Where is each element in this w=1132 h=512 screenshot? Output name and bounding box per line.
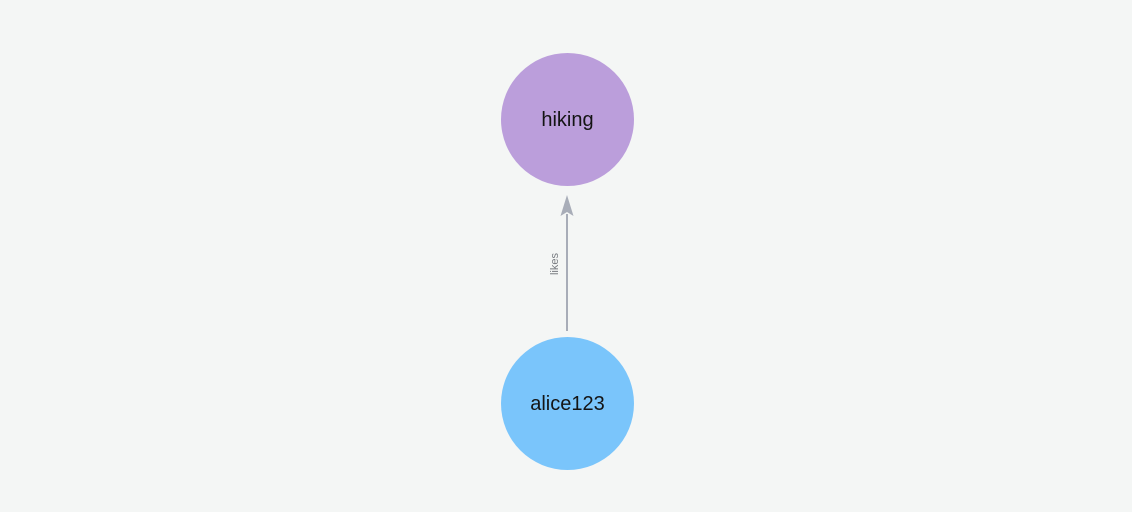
graph-node-hiking[interactable]: hiking [501, 53, 634, 186]
graph-node-alice123[interactable]: alice123 [501, 337, 634, 470]
arrow-up-icon [560, 195, 574, 216]
node-label-hiking: hiking [541, 108, 594, 131]
edge-label-likes: likes [549, 253, 561, 276]
edge-alice123-likes-hiking[interactable] [560, 195, 574, 331]
node-label-alice123: alice123 [530, 392, 605, 415]
